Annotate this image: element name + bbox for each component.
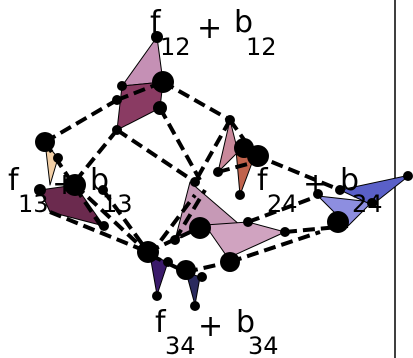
label-bottom-b-sub: 34 [248, 332, 279, 358]
label-bottom-f-sub: 34 [165, 332, 196, 358]
edge [76, 128, 119, 180]
vertex [190, 301, 200, 311]
edge [162, 80, 231, 122]
label-right-f-sub: 24 [267, 190, 298, 218]
vertex-large [137, 241, 159, 263]
vertex [34, 184, 46, 196]
edge [284, 224, 349, 234]
center-face-lower [204, 221, 286, 259]
vertex [190, 177, 200, 187]
label-left-b: b [90, 163, 109, 198]
vertex [197, 272, 207, 282]
label-right: f 24 + b 24 [257, 163, 383, 218]
label-top-b-sub: 12 [246, 33, 277, 61]
edges [43, 80, 349, 274]
faces [39, 36, 411, 306]
vertex [403, 171, 413, 181]
edge [254, 153, 341, 192]
vertex [163, 257, 173, 267]
vertex [98, 185, 108, 195]
label-left: f 13 + b 13 [8, 163, 133, 218]
edge [229, 230, 321, 264]
vertex-large [189, 217, 211, 239]
vertex-large [220, 252, 240, 272]
vertex [152, 291, 162, 301]
vertex [35, 132, 55, 152]
label-top-f: f [150, 5, 162, 40]
label-left-plus: + [52, 167, 77, 202]
vertex [213, 167, 223, 177]
vertex-large [327, 211, 349, 233]
label-right-b: b [340, 163, 359, 198]
vertex [170, 235, 180, 245]
vertex-large [152, 71, 174, 93]
label-left-b-sub: 13 [102, 190, 133, 218]
vertex [112, 125, 122, 135]
vertex-large [247, 145, 269, 167]
edge [115, 128, 197, 184]
vertex [225, 115, 235, 125]
right-face-upper [217, 119, 239, 173]
edge [101, 188, 150, 254]
vertex [99, 221, 109, 231]
label-top: f 12 + b 12 [150, 5, 277, 61]
far-right-face-light [317, 195, 373, 227]
label-right-plus: + [303, 167, 328, 202]
label-bottom: f 34 + b 34 [155, 305, 279, 358]
vertices [34, 31, 413, 311]
vertex-large [176, 260, 196, 280]
vertex [243, 217, 253, 227]
vertex [280, 227, 290, 237]
vertex [112, 95, 122, 105]
edge [247, 194, 319, 224]
edge [228, 118, 257, 157]
edge [173, 188, 207, 242]
vertex [153, 101, 167, 115]
far-right-face-dark [339, 174, 411, 206]
label-bottom-f: f [155, 305, 167, 340]
label-bottom-plus: + [198, 309, 223, 344]
label-top-b: b [234, 5, 253, 40]
edge [158, 107, 202, 181]
vertex [151, 31, 163, 43]
label-top-plus: + [197, 11, 222, 46]
label-right-b-sub: 24 [352, 190, 383, 218]
edge [193, 119, 232, 183]
edge [43, 98, 119, 144]
edge [49, 210, 149, 254]
vertex [64, 174, 86, 196]
vertex [367, 198, 377, 208]
vertex [117, 81, 127, 91]
label-left-f: f [8, 163, 20, 198]
label-top-f-sub: 12 [160, 33, 191, 61]
vertex [235, 190, 245, 200]
vertex [53, 153, 63, 163]
vertex [335, 185, 345, 195]
vertex [313, 189, 323, 199]
label-left-f-sub: 13 [18, 190, 49, 218]
edge [148, 193, 197, 257]
label-bottom-b: b [236, 305, 255, 340]
label-right-f: f [257, 163, 269, 198]
